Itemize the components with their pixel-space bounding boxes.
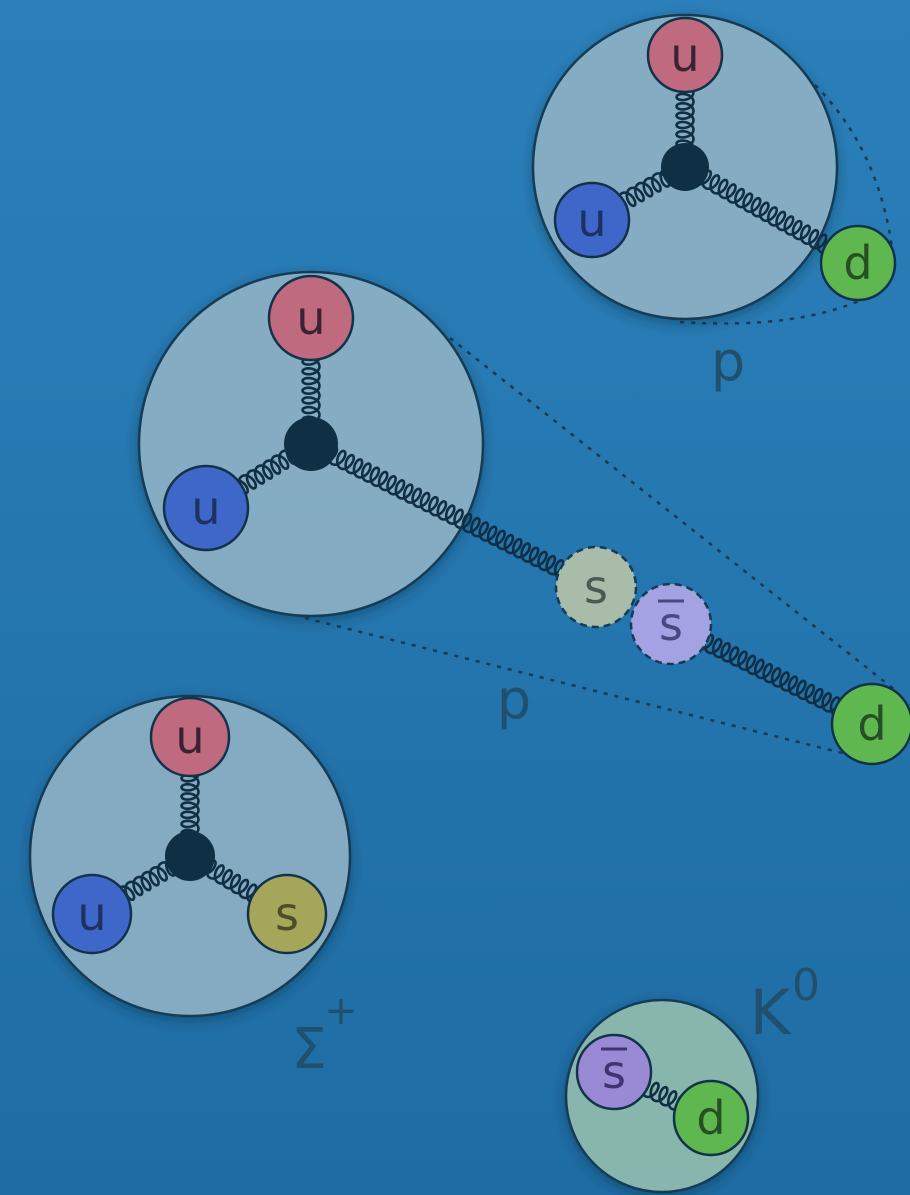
quark-label: d <box>843 236 872 290</box>
sigma-label: Σ <box>291 1017 326 1082</box>
proton-middle: u u <box>137 270 874 733</box>
down-quark: d <box>819 224 897 302</box>
down-quark: d <box>830 682 910 766</box>
quark-label: u <box>577 193 606 247</box>
quark-label: u <box>670 28 699 82</box>
antistrange-quark: s <box>575 1033 653 1111</box>
proton-top: u u d <box>531 13 897 321</box>
junction <box>661 143 709 191</box>
strange-quark: s <box>246 873 328 955</box>
dotted-guides <box>304 84 896 757</box>
kaon-zero: s d <box>564 998 760 1194</box>
proton-middle-label: p <box>497 668 531 731</box>
quark-label: s <box>602 1045 626 1099</box>
junction <box>284 417 338 471</box>
proton-top-label: p <box>711 330 745 393</box>
strange-pair: s s <box>554 545 713 666</box>
kaon-label: K <box>750 976 792 1049</box>
kaon-charge: 0 <box>792 960 820 1011</box>
guide-p1-upper <box>814 84 895 256</box>
down-quark: d <box>672 1079 750 1157</box>
quark-label: u <box>175 710 204 764</box>
quark-label: u <box>77 887 106 941</box>
gluon-spring <box>306 436 599 596</box>
strange-quark: s <box>554 545 638 629</box>
quark-label: s <box>275 887 299 941</box>
up-quark: u <box>162 464 250 552</box>
quark-label: u <box>191 481 220 535</box>
quark-label: d <box>857 697 886 751</box>
up-quark: u <box>149 696 231 778</box>
gluon-coil <box>306 436 599 596</box>
quark-label: s <box>584 560 608 614</box>
up-quark: u <box>51 873 133 955</box>
up-quark: u <box>646 16 724 94</box>
junction <box>165 831 215 881</box>
quark-label: d <box>696 1091 725 1145</box>
quark-label: s <box>659 597 683 651</box>
antistrange-quark: s <box>629 582 713 666</box>
up-quark: u <box>267 274 355 362</box>
sigma-plus: u u s <box>28 694 352 1018</box>
sigma-charge: + <box>324 988 358 1034</box>
up-quark: u <box>553 181 631 259</box>
quark-label: u <box>296 291 325 345</box>
